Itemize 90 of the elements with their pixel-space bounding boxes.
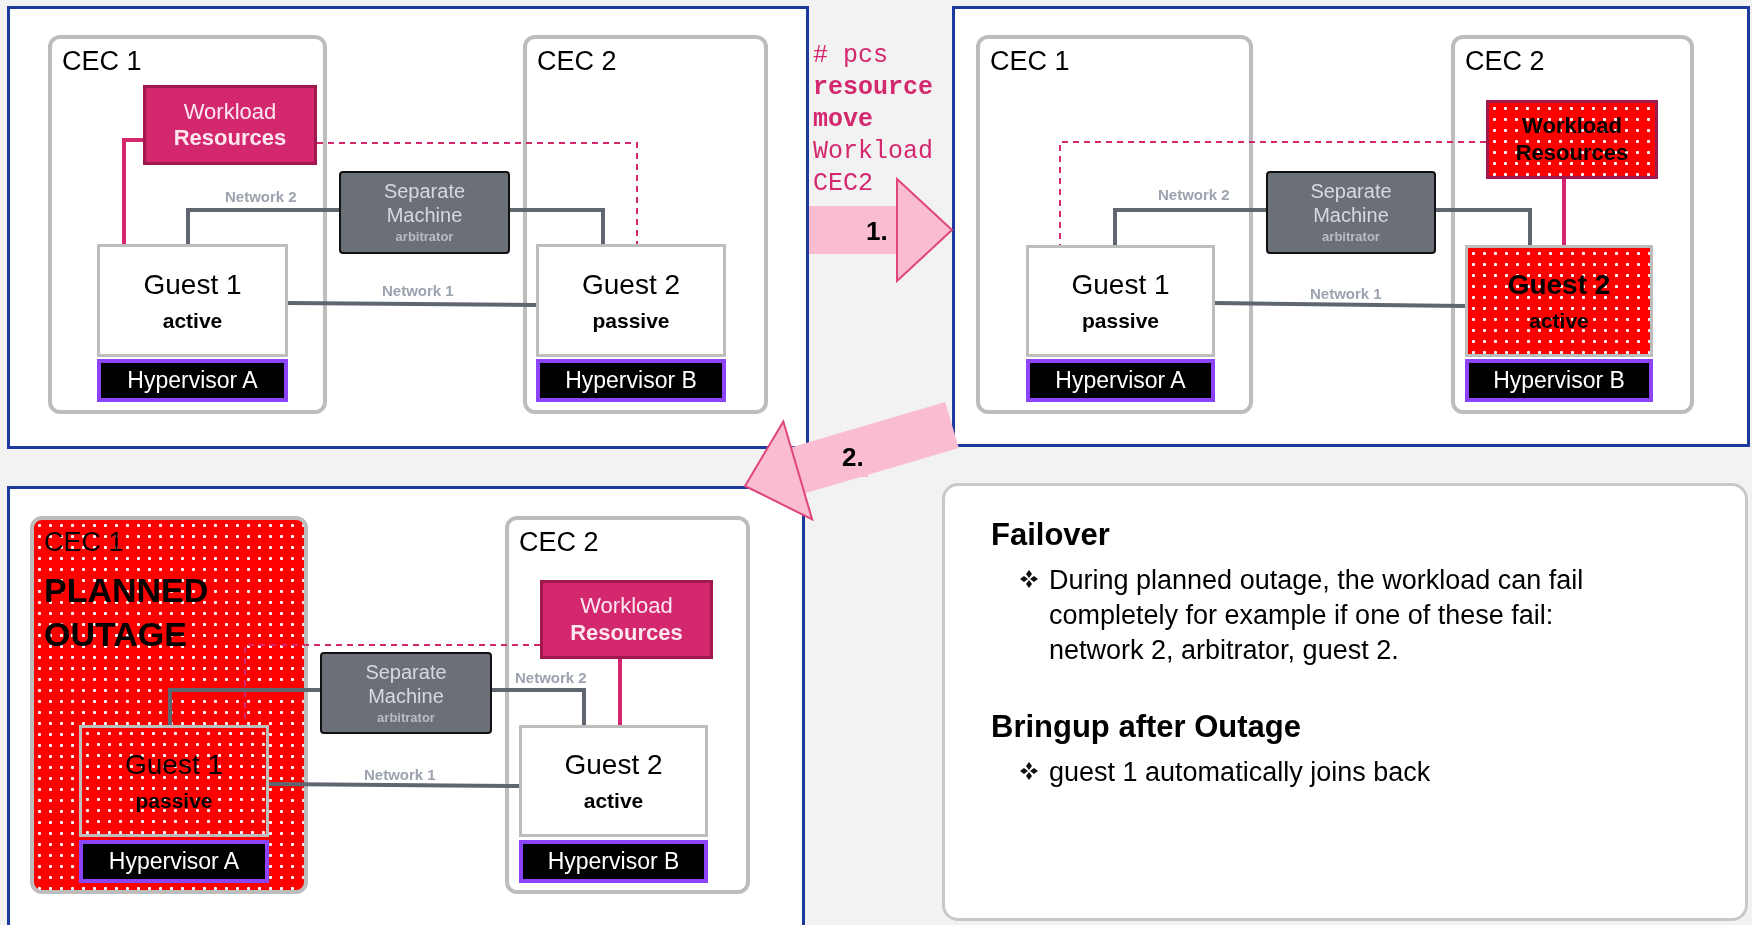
state-label: active [1529,308,1589,335]
hypervisor-label: Hypervisor B [547,847,680,876]
guest-label: Guest 2 [564,748,663,783]
workload-box [143,85,317,165]
workload-label: Workload Resources [172,98,288,152]
guest-label: Guest 2 [1507,268,1611,303]
role-label: arbitrator [395,229,454,246]
workload-label: Workload Resources [1514,113,1630,166]
cec-label: CEC 2 [519,526,599,559]
guest-box [1465,245,1653,357]
connector-line [510,208,605,244]
state-label: active [162,307,223,334]
dashed-link [316,142,638,245]
cec-label: CEC 1 [990,45,1070,78]
hypervisor-label: Hypervisor A [1055,366,1186,395]
state-label: active [583,788,644,815]
edge-label: Network 1 [382,281,454,301]
state-label: passive [135,788,213,815]
hypervisor-label: Hypervisor B [565,366,697,395]
connector-line [1436,208,1532,245]
guest-box [79,725,269,837]
cec-container [523,35,768,414]
role-label: arbitrator [377,709,435,727]
bullet-text: guest 1 automatically joins back [1049,755,1432,789]
cec-container [30,516,308,894]
state-label: passive [1081,308,1160,335]
workload-label: Workload Resources [569,593,684,646]
dashed-link [244,644,541,726]
hypervisor-label: Hypervisor B [1493,366,1625,395]
connector-line [1113,208,1266,245]
block-arrow [744,402,959,521]
scenario-panel [952,6,1750,447]
edge-label: Network 2 [225,187,297,207]
connector-line [492,688,586,725]
guest-label: Guest 1 [1071,268,1170,303]
guest-box [1026,245,1215,357]
guest-box [536,244,726,357]
command-text: # pcs resource move Workload CEC2 [813,40,935,200]
scenario-panel [7,486,805,925]
connector-line [618,659,622,725]
cec-label: CEC 2 [1465,45,1545,78]
connector-line [186,208,339,244]
guest-label: Guest 2 [581,267,681,302]
section-heading: Failover [991,516,1110,554]
cec-label: CEC 1 [62,45,142,78]
machine-label: Separate Machine [382,179,467,228]
hypervisor-bar [97,359,288,402]
cec-container [505,516,750,894]
block-arrow [809,178,953,282]
scenario-panel [7,6,809,449]
hypervisor-bar [79,840,269,883]
arbitrator-box [320,652,492,734]
cec-container [976,35,1253,414]
connector-line [122,138,143,244]
hypervisor-bar [1465,359,1653,402]
machine-label: Separate Machine [364,659,448,708]
hypervisor-label: Hypervisor A [108,847,240,876]
guest-label: Guest 1 [143,267,242,302]
outage-label: PLANNED OUTAGE [44,569,210,655]
machine-label: Separate Machine [1309,179,1393,228]
section-heading: Bringup after Outage [991,708,1301,747]
cec-container [1451,35,1694,414]
hypervisor-label: Hypervisor A [127,366,258,395]
bullet-text: During planned outage, the workload can fail completely for example if one of these fail: network 2, arbitrator, guest 2. [1049,563,1585,667]
connector-line [269,782,519,788]
edge-label: Network 2 [1158,185,1230,205]
arbitrator-box [339,171,510,254]
connector-line [288,301,536,307]
hypervisor-bar [536,359,726,402]
state-label: passive [592,307,670,334]
edge-label: Network 2 [515,668,587,688]
hypervisor-bar [1026,359,1215,402]
guest-label: Guest 1 [124,748,224,783]
guest-box [519,725,708,837]
edge-label: Network 1 [1310,284,1382,304]
role-label: arbitrator [1322,229,1380,246]
cec-container [48,35,327,414]
connector-line [1214,301,1466,308]
arbitrator-box [1266,171,1436,254]
notes-card [942,483,1748,921]
hypervisor-bar [519,840,708,883]
edge-label: Network 1 [364,765,436,785]
workload-box [540,580,713,659]
dashed-link [1059,141,1487,246]
connector-line [168,688,320,725]
workload-box [1486,100,1658,179]
connector-line [1562,179,1566,245]
cec-label: CEC 2 [537,45,617,78]
guest-box [97,244,288,357]
cec-label: CEC 1 [44,526,124,559]
